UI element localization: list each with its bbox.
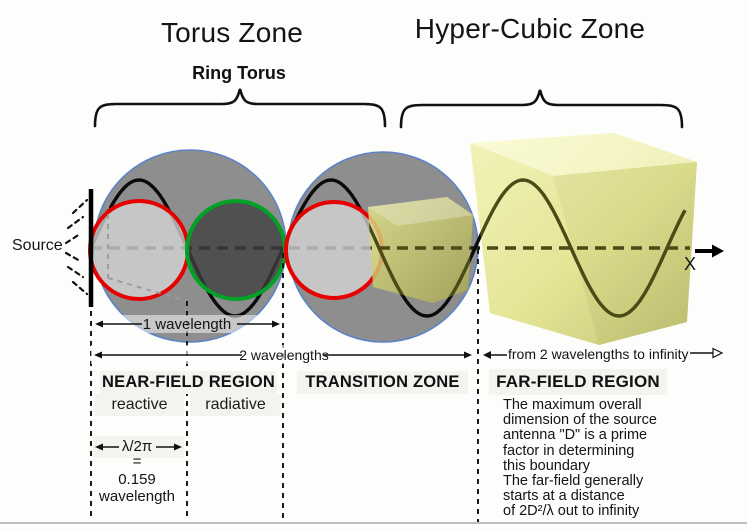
torus-zone-title: Torus Zone (160, 17, 304, 48)
far-field-description-line: The maximum overall (503, 397, 642, 413)
hyper-cubic-zone-title: Hyper-Cubic Zone (414, 13, 646, 44)
equals-sign: = (132, 453, 142, 470)
far-field-description: The maximum overall dimension of the sou… (503, 397, 683, 520)
radiative-region-ring (185, 199, 287, 301)
zone-braces (93, 88, 684, 129)
far-field-description-line: of 2D²/λ out to infinity (503, 503, 640, 520)
transition-inner-ring (284, 200, 384, 300)
torus-zone-brace (93, 88, 387, 128)
lambda-arrow (95, 443, 182, 451)
far-field-description-line: antenna "D" is a prime (503, 427, 648, 444)
hyper-cubic-zone-brace (399, 89, 684, 129)
two-wavelengths-band (91, 345, 477, 364)
lambda-band (93, 436, 184, 458)
far-field-range-arrows (483, 347, 724, 359)
far-field-description-line: factor in determining (503, 442, 635, 459)
lambda-expression-label: λ/2π (121, 438, 153, 455)
two-wavelengths-label: 2 wavelengths (239, 347, 329, 363)
axis-arrow (695, 244, 724, 258)
lambda-value-block: = 0.159 wavelength (87, 453, 187, 506)
source-label: Source (12, 237, 63, 254)
lambda-unit: wavelength (99, 488, 175, 505)
far-field-description-line: this boundary (503, 457, 591, 474)
one-wavelength-arrow (95, 320, 280, 328)
two-wavelengths-arrow (94, 351, 472, 359)
far-field-region-header: FAR-FIELD REGION (489, 369, 667, 395)
ring-torus-label: Ring Torus (192, 63, 286, 83)
transition-zone-header: TRANSITION ZONE (297, 371, 468, 394)
x-axis-label: X (684, 254, 697, 274)
far-field-range-label: from 2 wavelengths to infinity (508, 346, 689, 362)
far-field-description-line: The far-field generally (503, 473, 644, 490)
near-field-region-header: NEAR-FIELD REGION (100, 371, 277, 394)
reactive-boundary-leader (107, 204, 187, 302)
source-field-dashes (64, 198, 89, 296)
one-wavelength-band (92, 315, 282, 333)
far-field-description-line: starts at a distance (503, 488, 625, 505)
far-field-description-line: dimension of the source (503, 412, 657, 429)
lambda-value: 0.159 (118, 470, 156, 488)
reactive-region-ring (88, 199, 190, 301)
reactive-label: reactive (95, 394, 184, 416)
one-wavelength-label: 1 wavelength (142, 316, 232, 333)
radiative-label: radiative (190, 394, 281, 416)
small-hypercube (368, 197, 473, 303)
large-hypercube (470, 133, 697, 345)
